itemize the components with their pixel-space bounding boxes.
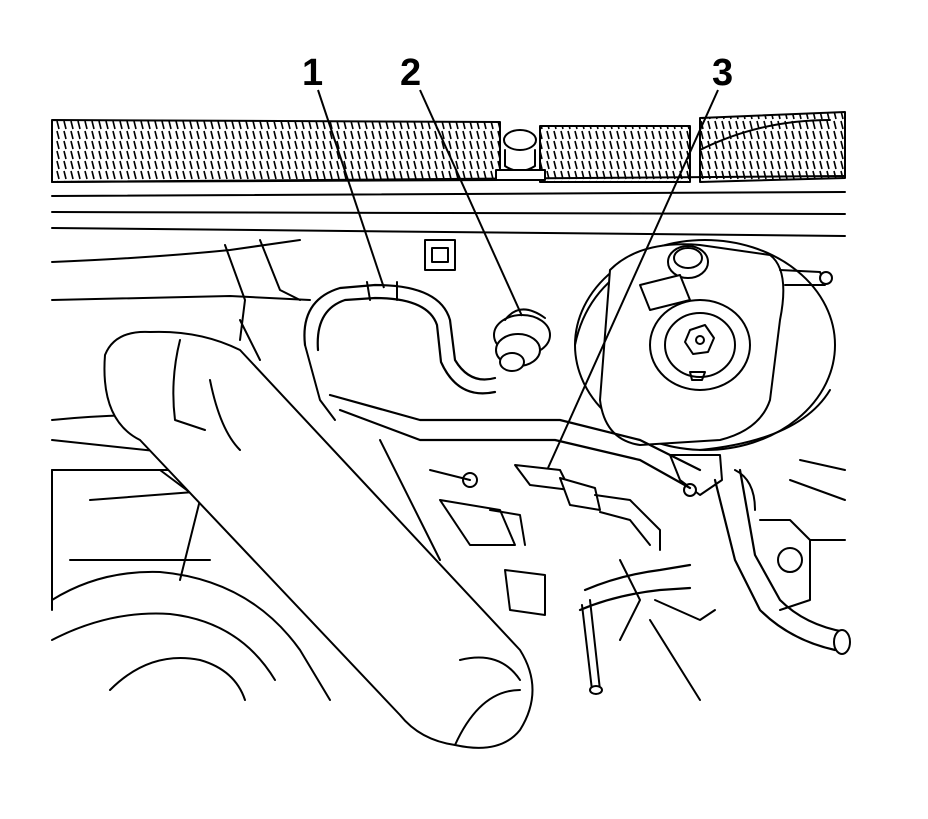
- callout-2: 2: [400, 52, 422, 94]
- check-valve: [493, 308, 551, 372]
- vacuum-hoses-center: [328, 393, 702, 695]
- leader-line-1: [317, 89, 385, 289]
- cowl-grille: [51, 111, 846, 237]
- cowl-cap: [495, 129, 546, 181]
- coolant-hoses-right: [713, 459, 851, 655]
- intake-duct: [103, 330, 534, 749]
- callout-3: 3: [712, 52, 734, 94]
- quick-connect-fitting: [514, 464, 661, 551]
- brake-fluid-reservoir: [599, 243, 833, 446]
- electrical-connector: [424, 239, 456, 271]
- injector-connector: [429, 469, 546, 616]
- leader-line-2: [419, 89, 523, 317]
- callout-1: 1: [302, 52, 324, 94]
- vacuum-hose-1: [303, 281, 497, 421]
- leader-line-3: [547, 89, 719, 469]
